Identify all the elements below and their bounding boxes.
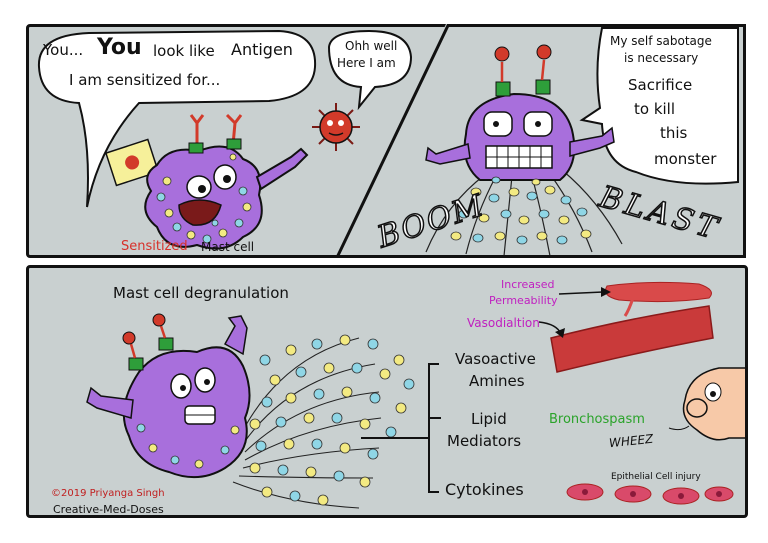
panel3-art	[86, 281, 745, 509]
effect-vasodilation: Vasodialtion	[467, 316, 540, 330]
speech-bubble-mast-cell	[37, 29, 317, 208]
antigen-speech-1: Ohh well	[345, 39, 398, 53]
sabotage-line-3: Sacrifice	[628, 76, 693, 94]
cell-granules	[136, 423, 240, 469]
antigen-speech-2: Here I am	[337, 56, 396, 70]
speech-you-2: You	[97, 35, 142, 60]
sabotage-line-6: monster	[654, 150, 717, 168]
mast-cell-arm	[255, 147, 309, 191]
effect-increased: Increased	[501, 278, 555, 291]
copyright: ©2019 Priyanga Singh	[51, 488, 165, 499]
mediator-lipid-2: Mediators	[447, 432, 522, 450]
credit: Creative-Med-Doses	[53, 503, 164, 516]
antigen-sign	[105, 138, 160, 187]
speech-you-1: You...	[43, 41, 84, 59]
permeability-vessel	[605, 281, 712, 303]
panel-degranulation: Mast cell degranulation Vasoactive Amine…	[26, 265, 748, 518]
speech-line-2: I am sensitized for...	[69, 71, 221, 89]
caption-mast-cell: Mast cell	[201, 240, 255, 254]
degranulation-title: Mast cell degranulation	[113, 284, 289, 302]
epithelial-cells-icon	[566, 483, 734, 505]
effect-permeability: Permeability	[489, 294, 558, 307]
speech-look-like: look like	[153, 42, 215, 60]
effect-bronchospasm: Bronchospasm	[549, 412, 645, 427]
granule-stream	[235, 334, 415, 506]
sabotage-line-5: this	[660, 124, 688, 142]
granules	[156, 153, 252, 244]
vasodilation-vessel	[550, 305, 714, 373]
sabotage-line-2: is necessary	[624, 51, 699, 65]
sabotage-line-1: My self sabotage	[610, 34, 712, 48]
sabotage-line-4: to kill	[634, 100, 676, 118]
mediator-vasoactive-1: Vasoactive	[455, 350, 536, 368]
effect-epithelial: Epithelial Cell injury	[611, 472, 701, 482]
mediator-lipid-1: Lipid	[471, 410, 507, 428]
speech-antigen: Antigen	[231, 40, 293, 59]
mediator-bracket	[361, 363, 441, 493]
antigen-icon	[312, 103, 360, 151]
mediator-cytokines: Cytokines	[445, 480, 524, 499]
panel1-art	[37, 29, 413, 250]
mediator-vasoactive-2: Amines	[469, 372, 525, 390]
caption-sensitized: Sensitized	[121, 239, 188, 254]
wheezing-face-icon	[668, 367, 745, 441]
